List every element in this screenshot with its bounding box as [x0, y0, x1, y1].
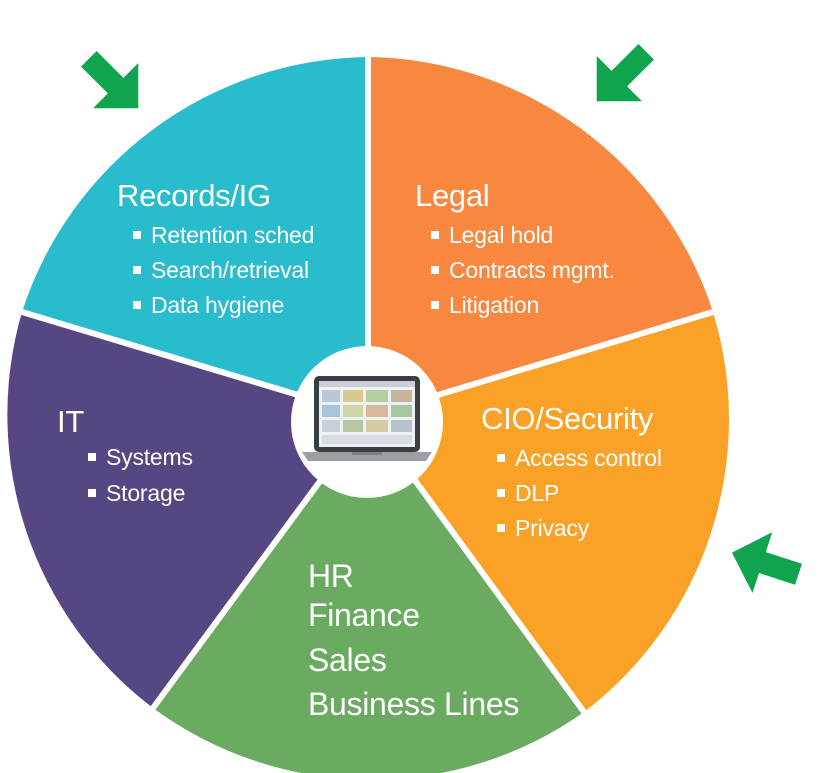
bullet-icon [133, 265, 141, 274]
bullet-icon [431, 230, 439, 239]
bullet-icon [497, 453, 505, 462]
it-title: IT [57, 404, 84, 439]
records-item: Data hygiene [133, 294, 284, 317]
business-line: Business Lines [308, 686, 520, 722]
laptop-dashboard-icon [302, 376, 432, 461]
records-title: Records/IG [117, 178, 271, 213]
bullet-icon [497, 488, 505, 497]
segment-security [368, 312, 729, 712]
bullet-icon [88, 488, 96, 497]
segment-it [7, 312, 369, 708]
legal-title: Legal [415, 178, 490, 213]
legal-item: Legal hold [431, 224, 553, 247]
records-item: Search/retrieval [133, 259, 309, 282]
bullet-icon [133, 230, 141, 239]
bullet-icon [431, 300, 439, 309]
segment-business [153, 416, 584, 773]
security-item: Privacy [497, 517, 589, 540]
bullet-icon [88, 452, 96, 461]
bullet-icon [497, 523, 505, 532]
green-arrow-icon [596, 44, 654, 102]
legal-item: Contracts mgmt. [431, 259, 615, 282]
records-item: Retention sched [133, 224, 314, 247]
segment-legal [368, 57, 713, 416]
security-title: CIO/Security [481, 401, 654, 436]
green-arrow-icon [731, 532, 802, 593]
bullet-icon [133, 300, 141, 309]
segment-records [22, 57, 368, 416]
it-item: Storage [88, 482, 185, 505]
it-item: Systems [88, 446, 193, 469]
security-item: DLP [497, 482, 559, 505]
green-arrow-icon [81, 51, 139, 109]
business-line: Sales [308, 642, 387, 678]
business-line: Finance [308, 597, 420, 633]
legal-item: Litigation [431, 294, 539, 317]
bullet-icon [431, 265, 439, 274]
business-line: HR [308, 558, 354, 594]
security-item: Access control [497, 447, 662, 470]
